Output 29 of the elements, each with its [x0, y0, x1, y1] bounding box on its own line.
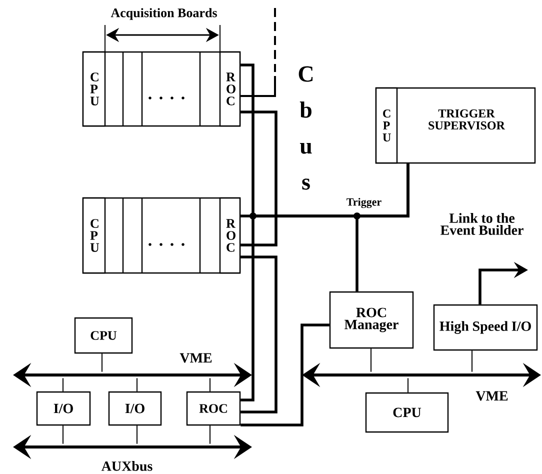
connector-line: [240, 110, 278, 246]
roc-slot: R O C: [219, 197, 241, 274]
board-label: Acquisition Boards: [110, 8, 217, 20]
cpu-slot: C P U: [82, 51, 106, 127]
cpu-slot: C P U: [375, 87, 398, 164]
connector-line: [136, 378, 138, 392]
io-box: I/O: [108, 391, 162, 426]
roc-manager-box: ROC Manager: [329, 291, 414, 349]
cpu-box: CPU: [74, 317, 133, 354]
link-label: Link to the Event Builder: [440, 213, 524, 235]
bus-label: VME: [476, 391, 508, 401]
bus-label: VME: [180, 353, 212, 363]
roc-slot: R O C: [219, 51, 241, 127]
edge-label: Trigger: [345, 196, 383, 210]
io-box: I/O: [36, 391, 91, 426]
cpu-box: CPU: [365, 392, 449, 433]
bus-label: C b u s: [298, 66, 313, 190]
connector-line: [62, 378, 64, 392]
connector-line: [240, 8, 276, 97]
connector-line: [240, 324, 330, 426]
roc-box: ROC: [186, 391, 241, 426]
connector-line: [370, 348, 372, 372]
bus-label: AUXbus: [101, 461, 152, 471]
cpu-slot: C P U: [82, 197, 106, 274]
connector-line: [62, 425, 64, 444]
io-box: High Speed I/O: [433, 304, 538, 351]
connector-line: [356, 164, 410, 292]
connector-line: [136, 425, 138, 444]
connector-line: [240, 256, 278, 414]
